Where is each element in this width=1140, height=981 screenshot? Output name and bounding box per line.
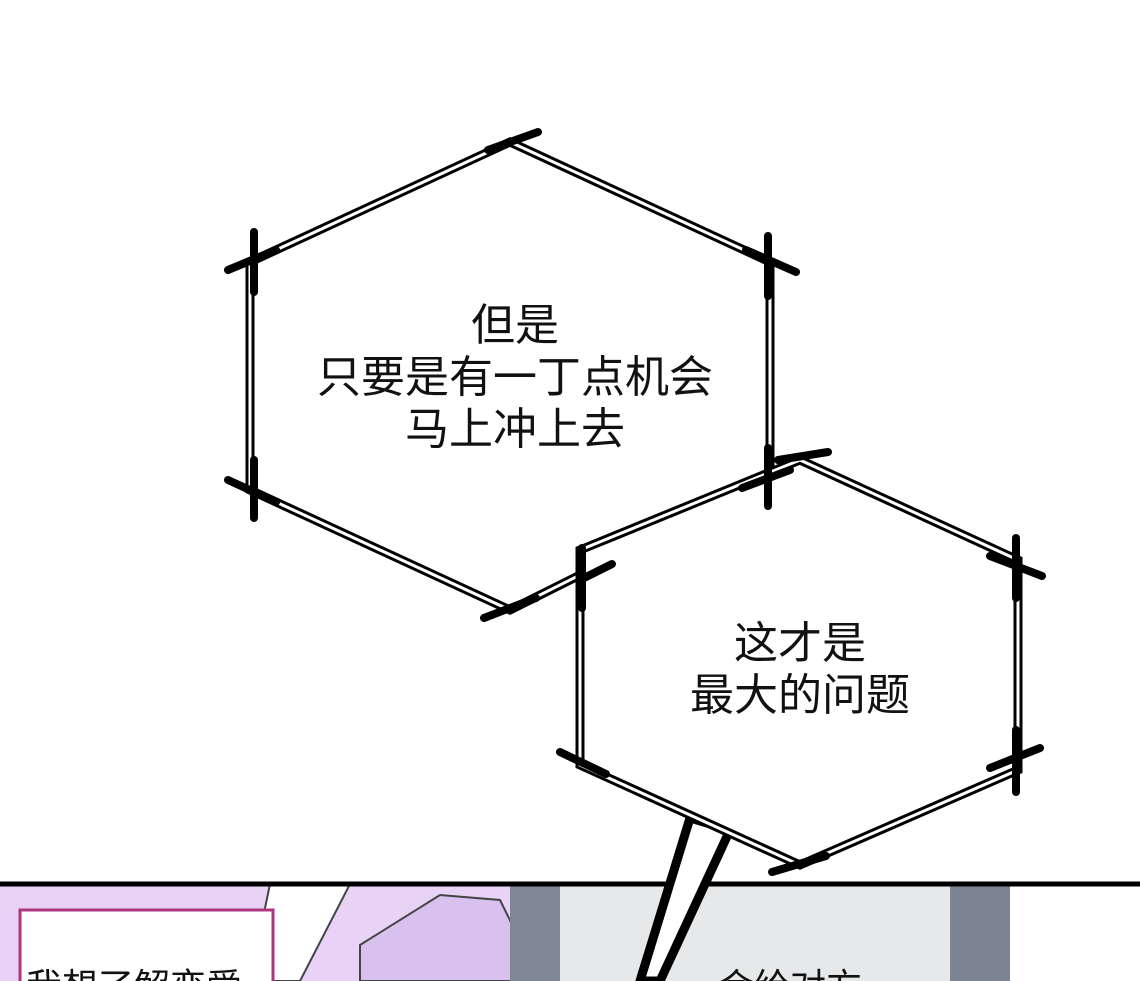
bubble-2-text: 这才是 最大的问题: [600, 618, 1000, 722]
bubble-2-line: 最大的问题: [690, 670, 910, 721]
caption-right: 会给对方: [718, 958, 862, 981]
bubble-2-line: 这才是: [734, 618, 866, 669]
lower-panel-art: [0, 881, 1140, 981]
bubble-1-line: 只要是有一丁点机会: [317, 352, 713, 403]
bubble-1-line: 马上冲上去: [405, 404, 625, 455]
bubble-1-text: 但是 只要是有一丁点机会 马上冲上去: [260, 300, 770, 456]
bubble-corner-ticks: [224, 128, 1046, 876]
bubble-1-line: 但是: [471, 300, 559, 351]
caption-left: 我想了解恋爱: [26, 958, 242, 981]
